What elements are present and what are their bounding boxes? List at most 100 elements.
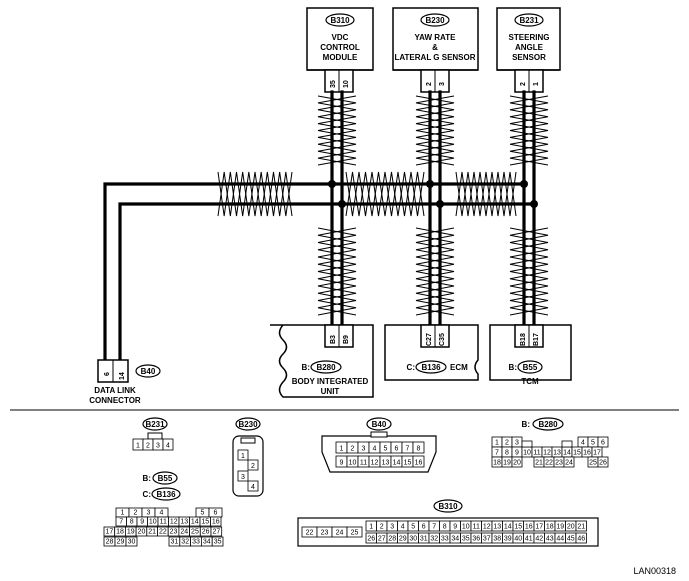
b40-pin-label: 1 [340,446,344,453]
tcm-name: TCM [521,377,539,386]
b136-pin-label: 4 [160,510,164,517]
b136-pin-label: 3 [147,510,151,517]
b280-pin-label: 18 [493,460,501,467]
b310-pin-label: 33 [441,536,449,543]
b136-cell [125,536,138,547]
body-label-2: UNIT [321,387,340,396]
b310-pin-label: 1 [369,524,373,531]
b136-pin-label: 1 [121,510,125,517]
b310-pin-label: 26 [367,536,375,543]
b310-pin-label: 13 [493,524,501,531]
b136-pin-label: 23 [170,529,178,536]
b231-pin-label: 1 [136,443,140,450]
b310-pin-label: 12 [483,524,491,531]
b280-pin-label: 9 [515,450,519,457]
yaw-label-1: YAW RATE [415,33,457,42]
b40-pin-label: 3 [362,446,366,453]
b230-pin-label: 1 [241,453,245,460]
b310-pin-label: 17 [535,524,543,531]
b136-prefix: C: [143,490,151,499]
b40-code: B40 [372,420,387,429]
b136-pin-label: 17 [105,529,113,536]
vdc-pin-10: 10 [343,80,350,88]
dlc-code: B40 [141,367,156,376]
b136-pin-label: 26 [202,529,210,536]
tcm-pin-b18: B18 [520,333,527,346]
ecm-pin-c35: C35 [439,333,446,346]
b310-pin-label: 31 [420,536,428,543]
b310-pin-label: 3 [390,524,394,531]
b230-cell [237,470,249,482]
b310-pin-label: 43 [546,536,554,543]
data-link-connector: 6 14 B40 DATA LINK CONNECTOR [89,359,161,405]
b310-pin-label: 22 [306,530,314,537]
b280-pin-label: 21 [535,460,543,467]
b310-pin-label: 18 [546,524,554,531]
b40-pin-label: 4 [373,446,377,453]
b230-pin-label: 4 [251,484,255,491]
dlc-pin-6: 6 [104,372,111,376]
dlc-label-1: DATA LINK [94,386,136,395]
b310-pin-label: 25 [351,530,359,537]
b280-pin-label: 14 [563,450,571,457]
b280-pin-label: 16 [583,450,591,457]
b310-pin-label: 21 [577,524,585,531]
b280-pin-label: 17 [593,450,601,457]
yaw-pin-3: 3 [439,82,446,86]
b136-pin-label: 31 [171,539,179,546]
steer-pin-1: 1 [533,82,540,86]
b310-pin-label: 36 [472,536,480,543]
steering-angle-sensor: B231 STEERING ANGLE SENSOR 2 1 [496,7,561,93]
b280-cell [511,456,523,468]
b231-code: B231 [145,420,165,429]
b136-pin-label: 21 [148,529,156,536]
b310-pin-label: 28 [388,536,396,543]
b40-pin-label: 7 [406,446,410,453]
b280-pin-label: 6 [601,440,605,447]
b280-pin-label: 4 [581,440,585,447]
yaw-code: B230 [425,16,445,25]
b136-pin-label: 16 [212,519,220,526]
b136-pin-label: 8 [130,519,134,526]
yaw-pin-2: 2 [426,82,433,86]
body-pin-b3: B3 [330,335,337,344]
b310-pin-label: 10 [462,524,470,531]
b40-pin-label: 11 [360,460,367,467]
b136-pin-label: 10 [149,519,157,526]
b136-pin-label: 18 [116,529,124,536]
b310-pin-label: 23 [321,530,329,537]
b310-cell [346,526,363,538]
b310-pin-label: 30 [409,536,417,543]
b136-pin-label: 32 [181,539,189,546]
figure-id: LAN00318 [633,566,676,576]
b136-pin-label: 27 [212,529,220,536]
b40-pin-label: 6 [395,446,399,453]
steer-label-1: STEERING [509,33,550,42]
b310-pin-label: 4 [401,524,405,531]
b136-code: B136 [156,490,176,499]
steer-label-3: SENSOR [512,53,546,62]
b40-pin-label: 8 [417,446,421,453]
b310-code: B310 [438,502,458,511]
b280-pin-label: 3 [515,440,519,447]
b136-pin-label: 14 [191,519,199,526]
b310-pin-label: 6 [422,524,426,531]
b40-pin-label: 15 [404,460,412,467]
vdc-label-1: VDC [332,33,349,42]
dlc-label-2: CONNECTOR [89,396,141,405]
b280-pin-label: 26 [599,460,607,467]
b136-cell [210,516,222,527]
b310-pin-label: 45 [567,536,575,543]
b310-pin-label: 40 [514,536,522,543]
ecm-pin-c27: C27 [426,333,433,346]
b280-code: B280 [538,420,558,429]
body-prefix: B: [302,363,310,372]
b280-pin-label: 20 [513,460,521,467]
b310-pin-label: 35 [462,536,470,543]
b40-pin-label: 14 [393,460,401,467]
ecm-name: ECM [450,363,468,372]
